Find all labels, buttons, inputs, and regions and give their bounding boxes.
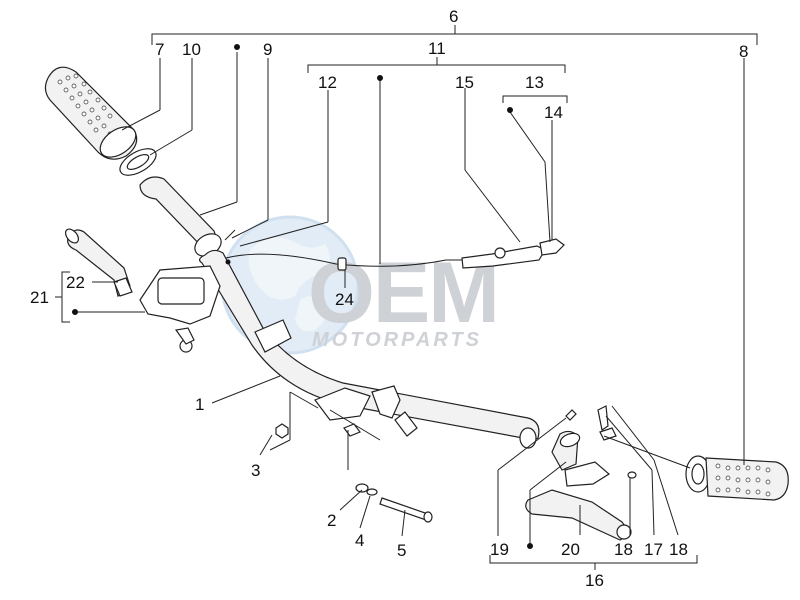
throttle-cable [224,229,565,271]
master-cylinder [139,265,221,353]
watermark-subtitle: MOTORPARTS [312,329,482,351]
callout-15: 15 [455,73,474,92]
handlebar-tube [199,249,540,449]
callout-16: 16 [585,571,604,590]
callout-3: 3 [251,461,260,480]
callout-20: 20 [561,540,580,559]
callout-4: 4 [355,531,364,550]
callout-19: 19 [490,540,509,559]
group-brackets [55,25,758,570]
reference-dots [72,44,533,549]
callout-9: 9 [263,40,272,59]
callout-7: 7 [155,40,164,59]
callout-21: 21 [30,288,49,307]
callout-10: 10 [182,40,201,59]
callout-12: 12 [318,73,337,92]
leader-lines [75,52,745,545]
callout-8: 8 [739,42,748,61]
callout-1: 1 [195,395,204,414]
callout-13: 13 [525,73,544,92]
callout-11: 11 [428,39,446,58]
left-grip [44,66,138,160]
callout-2: 2 [327,511,336,530]
callout-18a: 18 [614,540,633,559]
callout-18: 18 [669,540,688,559]
right-grip [685,455,789,501]
fasteners [275,423,433,523]
rear-brake-lever [525,405,637,541]
callout-6: 6 [449,7,458,26]
callout-17: 17 [644,540,663,559]
callout-14: 14 [544,103,563,122]
throttle-tube [139,176,222,257]
callout-22: 22 [66,273,85,292]
callout-24: 24 [335,290,354,309]
callout-5: 5 [397,541,406,560]
front-brake-lever [64,228,133,298]
callout-labels: 6 7 10 9 11 8 12 15 13 14 22 21 24 1 3 2… [30,7,748,590]
